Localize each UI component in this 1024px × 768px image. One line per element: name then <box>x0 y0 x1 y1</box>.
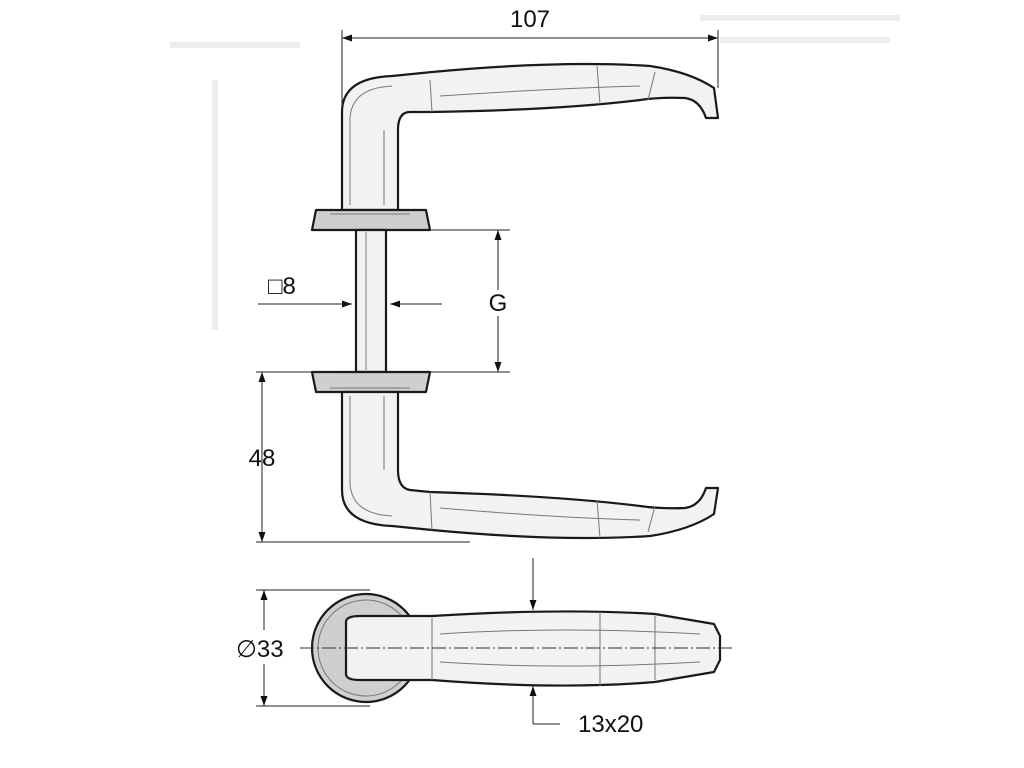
background-ghost-lines <box>170 15 900 330</box>
upper-rose <box>310 208 432 232</box>
dimension-rose-diameter: ∅33 <box>236 589 370 707</box>
dimension-door-thickness: G <box>430 229 510 373</box>
door-thickness-label: G <box>489 290 508 317</box>
spindle <box>354 228 388 374</box>
dimension-grip-section: 13x20 <box>529 558 643 738</box>
lever-height-label: 48 <box>249 445 276 472</box>
dimension-overall-length: 107 <box>341 6 719 110</box>
lower-rose <box>310 370 432 394</box>
upper-lever <box>340 62 720 212</box>
overall-length-label: 107 <box>510 6 550 33</box>
lower-lever <box>340 390 720 540</box>
rose-diameter-label: ∅33 <box>236 636 284 663</box>
dimension-lever-height: 48 <box>249 371 470 543</box>
top-view <box>300 592 732 704</box>
dimension-spindle-square: □8 <box>258 273 442 308</box>
spindle-square-label: □8 <box>268 273 296 300</box>
grip-section-label: 13x20 <box>578 711 643 738</box>
